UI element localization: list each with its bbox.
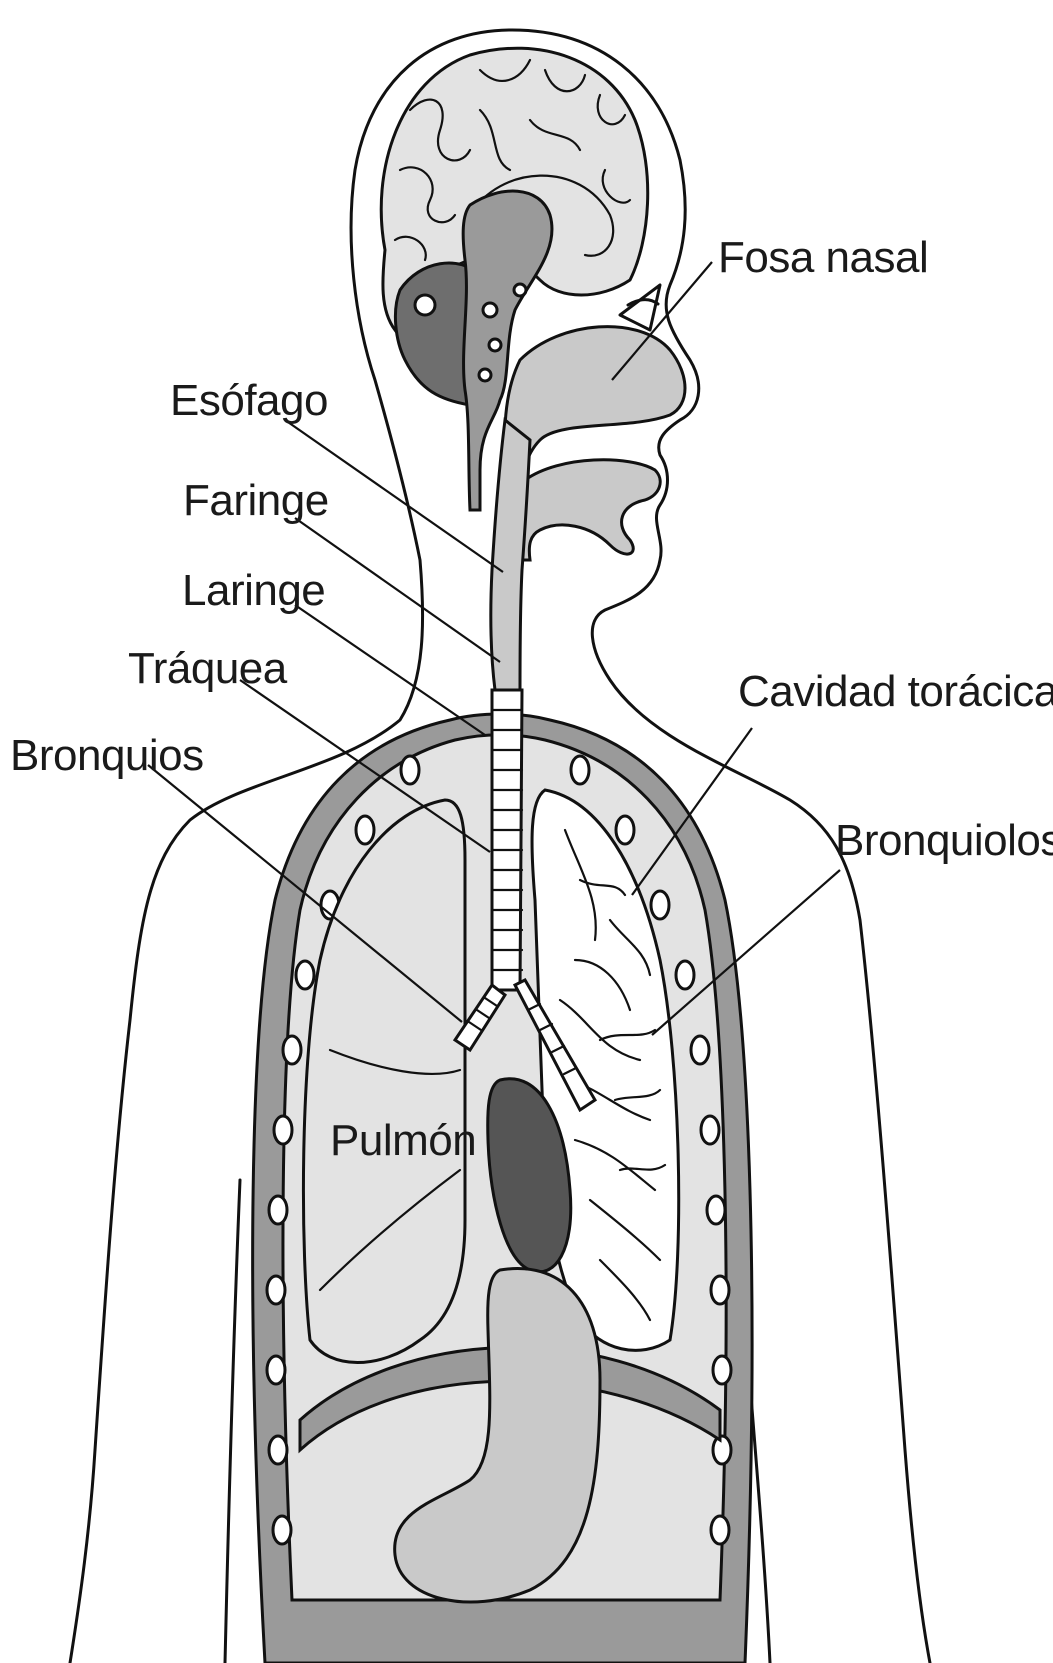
label-laringe: Laringe	[182, 566, 325, 615]
label-esofago: Esófago	[170, 376, 328, 425]
airway-upper	[491, 327, 685, 690]
label-faringe: Faringe	[183, 476, 329, 525]
label-traquea: Tráquea	[128, 644, 288, 693]
leader-faringe	[295, 518, 500, 662]
leader-laringe	[295, 605, 485, 735]
label-bronquiolos: Bronquiolos	[835, 816, 1053, 865]
label-pulmon: Pulmón	[330, 1116, 476, 1165]
label-fosa-nasal: Fosa nasal	[718, 233, 928, 282]
label-cavidad-toracica: Cavidad torácica	[738, 667, 1053, 716]
label-bronquios: Bronquios	[10, 731, 204, 780]
